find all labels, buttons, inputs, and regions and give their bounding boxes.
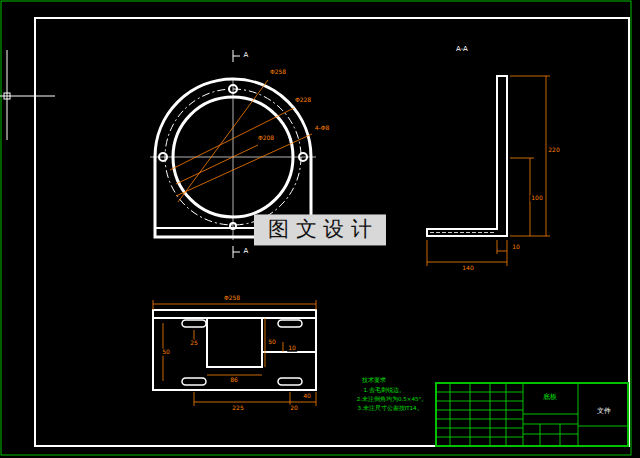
dimension: 10 <box>287 345 297 352</box>
watermark: 图 文 设 计 <box>254 214 386 245</box>
part-name: 底板 <box>542 394 558 402</box>
title-block <box>436 383 628 446</box>
section-hatch <box>430 232 495 233</box>
side-dimensions <box>427 76 550 266</box>
sheet-border <box>1 1 631 455</box>
dimension: Φ258 <box>269 69 287 76</box>
dimension: 100 <box>530 195 543 202</box>
dimension: Φ208 <box>257 135 275 142</box>
dimension: 10 <box>511 244 521 251</box>
title-cell: 文件 <box>596 408 612 416</box>
section-letter: A <box>243 248 250 256</box>
notes-heading: 技术要求 <box>361 377 387 384</box>
drawing-frame <box>35 18 629 446</box>
dimension: 220 <box>547 147 560 154</box>
cursor-crosshair <box>0 50 55 140</box>
dimension: 20 <box>289 405 299 412</box>
technical-note: 2.未注倒角均为0.5×45°。 <box>356 396 428 402</box>
dimension: 40 <box>302 393 312 400</box>
section-letter: A <box>243 52 250 60</box>
dimension: 25 <box>189 340 199 347</box>
technical-note: 1.去毛刺锐边。 <box>362 387 405 393</box>
diameter-leaders <box>170 80 312 202</box>
plan-dimensions <box>153 300 316 406</box>
side-section <box>427 76 507 236</box>
dimension: 86 <box>229 377 239 384</box>
section-marks <box>233 50 240 258</box>
dimension: 140 <box>461 265 474 272</box>
plan-view <box>153 310 316 390</box>
dimension: Φ228 <box>294 97 312 104</box>
dimension: 50 <box>161 349 171 356</box>
dimension: 50 <box>267 339 277 346</box>
dimension: 225 <box>231 405 244 412</box>
technical-note: 3.未注尺寸公差按IT14。 <box>356 405 423 411</box>
dimension: 4-Φ8 <box>314 125 331 132</box>
dimension: Φ258 <box>223 295 241 302</box>
slots <box>182 320 302 385</box>
section-title: A-A <box>455 46 469 54</box>
